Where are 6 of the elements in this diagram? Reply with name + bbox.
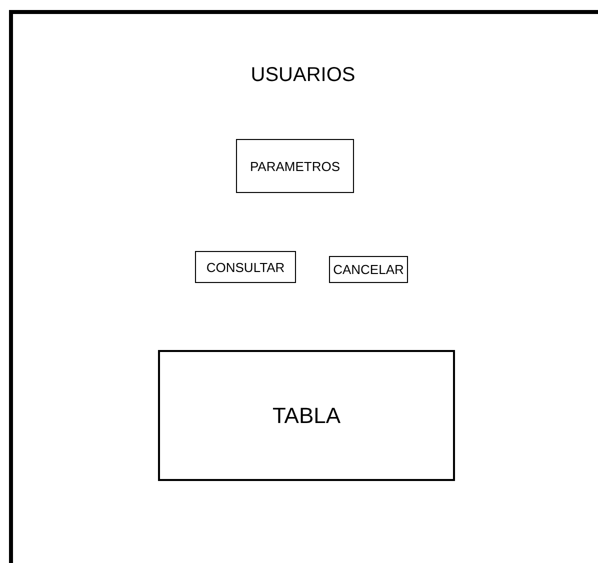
window-frame bbox=[9, 10, 598, 563]
parameters-box: PARAMETROS bbox=[236, 139, 354, 193]
heading: USUARIOS bbox=[250, 64, 356, 87]
button-box: CONSULTAR bbox=[195, 251, 296, 283]
table-box: TABLA bbox=[158, 350, 455, 481]
button-box: CANCELAR bbox=[329, 256, 408, 283]
